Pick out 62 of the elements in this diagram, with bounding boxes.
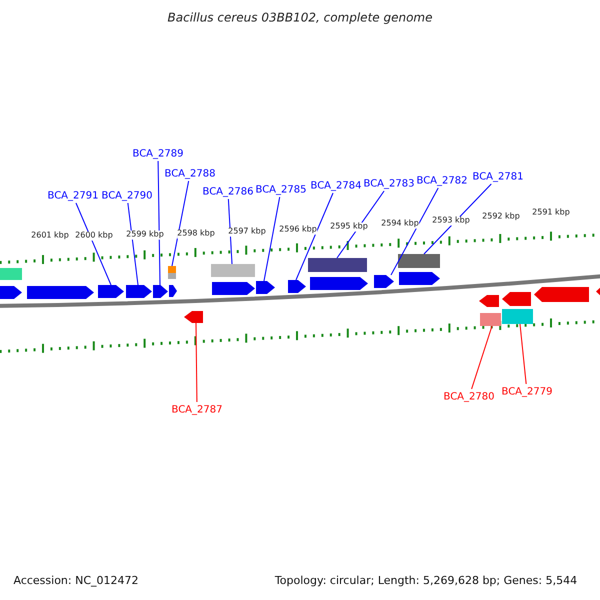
title: Bacillus cereus 03BB102, complete genome — [168, 11, 432, 25]
gene-label: BCA_2782 — [416, 176, 468, 186]
gene-label: BCA_2779 — [502, 386, 552, 398]
gene-label: BCA_2791 — [48, 190, 98, 202]
scale-label: 2595 kbp — [330, 222, 368, 232]
leader-line — [76, 202, 112, 286]
leader-line — [336, 190, 385, 258]
feature-bar — [480, 313, 501, 326]
gene-block — [98, 285, 124, 298]
feature-bar — [211, 264, 255, 277]
gene-label: BCA_2787 — [172, 404, 222, 416]
gene-block — [310, 277, 368, 290]
scale-label: 2596 kbp — [279, 226, 317, 234]
scale-label: 2597 kbp — [228, 228, 266, 236]
scale-label: 2600 kbp — [75, 232, 113, 240]
leader-line — [296, 192, 334, 280]
scale-label: 2598 kbp — [177, 230, 215, 238]
gene-label: BCA_2790 — [102, 190, 152, 202]
leader-line — [520, 324, 527, 384]
feature-bar — [308, 258, 367, 272]
leader-line — [127, 202, 138, 286]
leader-line — [196, 322, 198, 402]
gene-label: BCA_2783 — [364, 178, 414, 190]
genome-info-text: Topology: circular; Length: 5,269,628 bp; Genes: 5,544 — [274, 574, 578, 588]
leader-line — [390, 188, 439, 276]
leader-line — [172, 180, 190, 266]
gene-block — [479, 295, 499, 307]
feature-bar — [168, 266, 176, 273]
gene-block — [256, 281, 275, 294]
gene-label: BCA_2788 — [164, 168, 216, 180]
scale-label: 2592 kbp — [482, 212, 520, 222]
gene-label: BCA_2780 — [444, 392, 494, 402]
leader-line — [424, 184, 492, 254]
gene-block — [288, 280, 306, 293]
gene-label: BCA_2789 — [132, 148, 184, 160]
scale-label: 2593 kbp — [432, 216, 470, 226]
feature-bar — [168, 273, 176, 279]
leader-line — [471, 326, 492, 390]
leader-line — [264, 196, 280, 282]
gene-block — [534, 287, 589, 302]
gene-block — [596, 285, 600, 298]
gene-block — [126, 285, 152, 298]
feature-bar — [398, 254, 440, 268]
gene-block — [184, 311, 203, 323]
gene-block — [502, 292, 531, 306]
scale-label: 2599 kbp — [126, 230, 164, 240]
gene-label: BCA_2785 — [256, 184, 306, 196]
gene-block — [374, 275, 394, 288]
leader-line — [158, 160, 160, 286]
gene-block — [0, 286, 22, 299]
gene-label: BCA_2784 — [310, 180, 362, 192]
gene-label: BCA_2786 — [202, 186, 254, 198]
scale-label: 2591 kbp — [532, 208, 570, 218]
gene-label: BCA_2781 — [472, 172, 524, 182]
scale-label: 2601 kbp — [31, 232, 69, 240]
feature-bar — [502, 309, 533, 324]
scale-label: 2594 kbp — [381, 220, 419, 228]
gene-block — [27, 286, 94, 299]
leader-line — [228, 198, 232, 264]
accession-text: Accession: NC_012472 — [13, 574, 139, 588]
feature-bar — [0, 268, 22, 280]
gene-block — [399, 272, 440, 285]
